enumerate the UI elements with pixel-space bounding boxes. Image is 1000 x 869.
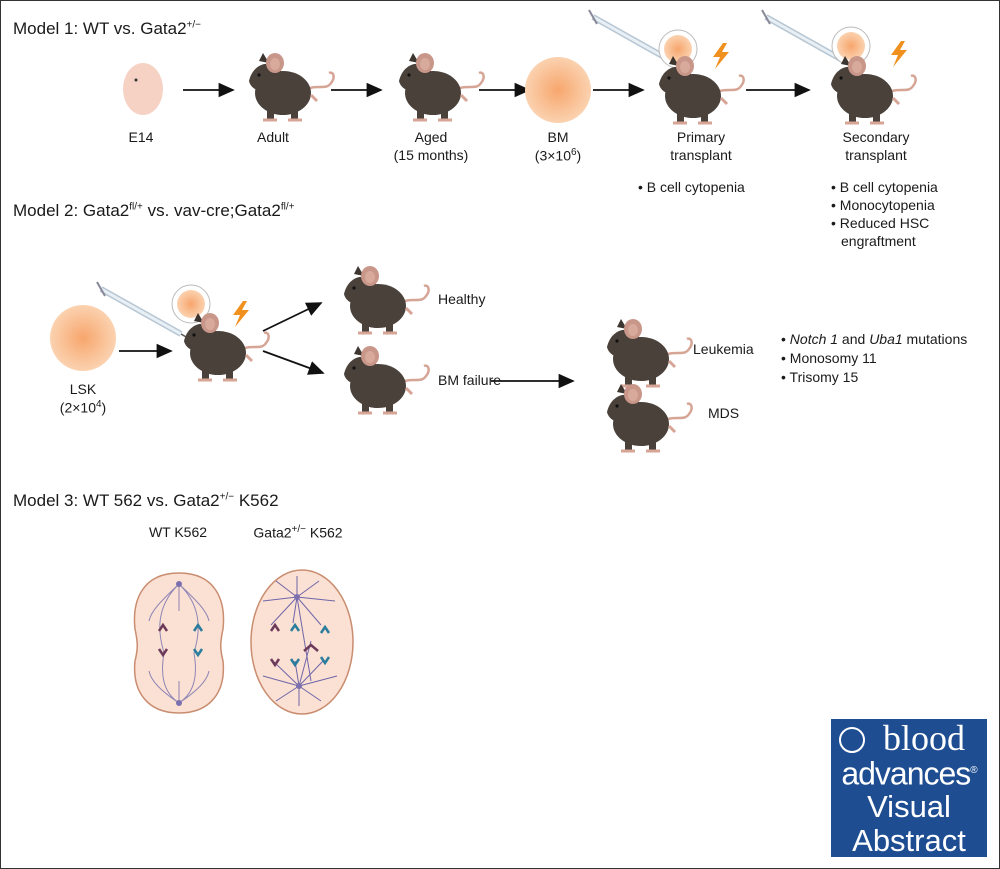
- model1-title: Model 1: WT vs. Gata2+/−: [13, 19, 201, 38]
- irradiation-icon: [891, 41, 907, 67]
- logo-line1: blood: [882, 718, 965, 758]
- model2-title: Model 2: Gata2fl/+ vs. vav-cre;Gata2fl/+: [13, 201, 295, 220]
- lsk-count: (2×104): [59, 399, 107, 416]
- embryo-icon: [123, 63, 163, 115]
- society-seal-icon: [839, 727, 865, 753]
- bone-marrow-icon: [525, 57, 591, 123]
- wt-k562-cell: [133, 572, 225, 714]
- leukemia-label: Leukemia: [693, 341, 754, 357]
- model3-title: Model 3: WT 562 vs. Gata2+/− K562: [13, 491, 279, 510]
- bm-failure-label: BM failure: [438, 372, 502, 388]
- adult-mouse-icon: [247, 51, 336, 122]
- stage-adult-label: Adult: [257, 129, 289, 145]
- leukemia-mouse-icon: [605, 317, 694, 388]
- stage-aged-label: Aged: [414, 129, 448, 145]
- arrow: [262, 302, 323, 332]
- gata2-k562-label: Gata2+/− K562: [253, 524, 343, 541]
- irradiation-icon: [233, 301, 249, 327]
- aged-mouse-icon: [397, 51, 486, 122]
- recipient-mouse-icon: [182, 311, 271, 382]
- stage-bm-sub: (3×106): [534, 147, 582, 164]
- blood-advances-logo: blood advances® Visual Abstract: [831, 719, 987, 857]
- stage-bm-label: BM: [547, 129, 569, 145]
- primary-finding: • B cell cytopenia: [638, 179, 745, 195]
- secondary-finding: • B cell cytopenia: [831, 179, 938, 195]
- secondary-finding: • Reduced HSC: [831, 215, 930, 231]
- leukemia-finding: • Trisomy 15: [781, 369, 859, 385]
- stage-primary-label: Primary: [676, 129, 726, 145]
- wt-k562-label: WT K562: [148, 524, 208, 540]
- lsk-label: LSK: [69, 381, 97, 397]
- arrow: [262, 350, 325, 375]
- stage-aged-sub: (15 months): [393, 147, 469, 163]
- leukemia-finding: • Notch 1 and Uba1 mutations: [781, 331, 968, 347]
- stage-e14-label: E14: [128, 129, 154, 145]
- healthy-label: Healthy: [438, 291, 486, 307]
- stage-primary-sub: transplant: [670, 147, 732, 163]
- logo-line4: Abstract: [852, 822, 966, 858]
- secondary-mouse-icon: [829, 54, 918, 125]
- irradiation-icon: [713, 43, 729, 69]
- secondary-finding: engraftment: [841, 233, 916, 249]
- stage-secondary-label: Secondary: [842, 129, 910, 145]
- logo-line2: advances®: [841, 755, 977, 792]
- stage-secondary-sub: transplant: [845, 147, 907, 163]
- healthy-mouse-icon: [342, 264, 431, 335]
- mds-mouse-icon: [605, 382, 694, 453]
- leukemia-finding: • Monosomy 11: [781, 350, 877, 366]
- bm-failure-mouse-icon: [342, 344, 431, 415]
- logo-line3: Visual: [867, 788, 951, 824]
- mds-label: MDS: [708, 405, 740, 421]
- lsk-cells-icon: [50, 305, 116, 371]
- gata2-k562-cell: [250, 569, 354, 715]
- secondary-finding: • Monocytopenia: [831, 197, 935, 213]
